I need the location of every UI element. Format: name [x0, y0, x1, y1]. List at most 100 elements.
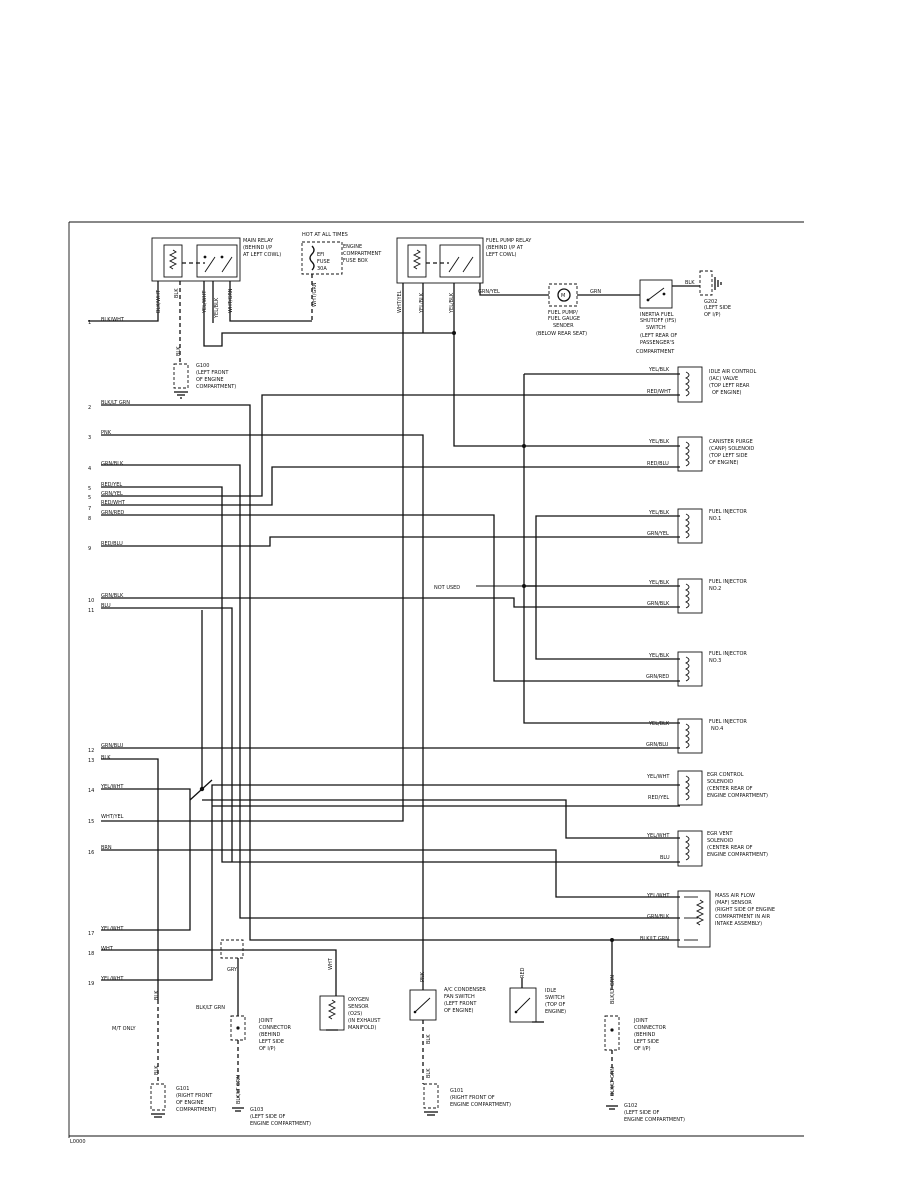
svg-text:CONNECTOR: CONNECTOR [259, 1025, 292, 1031]
component-fuel-injector-4: YEL/BLK GRN/BLU FUEL INJECTOR NO.4 [646, 718, 747, 754]
yel-blk-bus [523, 374, 680, 724]
wire-blk-13 [101, 758, 159, 1000]
svg-text:BLK: BLK [426, 1068, 432, 1078]
wire-brn-16 [101, 849, 680, 898]
fuel-pump-relay: FUEL PUMP RELAY (BEHIND I/P AT LEFT COWL… [396, 237, 532, 314]
svg-text:GRN/BLK: GRN/BLK [647, 601, 670, 607]
svg-text:INERTIA FUEL: INERTIA FUEL [640, 312, 674, 318]
component-canp-solenoid: YEL/BLK RED/BLU CANISTER PURGE (CANP) SO… [647, 436, 754, 472]
svg-text:CONNECTOR: CONNECTOR [634, 1025, 667, 1031]
pin-number: 15 [88, 819, 94, 825]
svg-text:BLK/WHT: BLK/WHT [156, 289, 162, 313]
wire-wht-grn [229, 281, 312, 322]
coil-icon [684, 583, 690, 609]
svg-text:IDLE AIR CONTROL: IDLE AIR CONTROL [709, 369, 756, 375]
joint-connector-right: BLK/LT GRN BLK/LT GRN JOINT CONNECTOR (B… [604, 975, 685, 1123]
svg-text:(TOP LEFT SIDE: (TOP LEFT SIDE [709, 453, 748, 459]
pin-number: 8 [88, 516, 91, 522]
svg-text:YEL/BLK: YEL/BLK [648, 721, 670, 727]
svg-text:IDLE: IDLE [545, 988, 556, 994]
svg-text:BLK/LT GRN: BLK/LT GRN [610, 1067, 616, 1096]
svg-text:RED/WHT: RED/WHT [647, 389, 672, 395]
svg-text:SOLENOID: SOLENOID [707, 779, 733, 785]
svg-text:NO.4: NO.4 [711, 726, 723, 732]
svg-text:ENGINE: ENGINE [343, 244, 362, 250]
svg-text:(LEFT FRONT: (LEFT FRONT [196, 370, 229, 376]
pin-number: 18 [88, 951, 94, 957]
svg-text:GRN/BLU: GRN/BLU [646, 742, 669, 748]
svg-text:FUSE BOX: FUSE BOX [343, 258, 368, 264]
pin-wire-label: GRN/BLK [101, 593, 124, 599]
switch-icon [647, 287, 665, 301]
pin-number: 10 [88, 598, 94, 604]
svg-text:BLK: BLK [685, 280, 695, 286]
svg-text:SENDER: SENDER [553, 323, 574, 329]
relay-switch-icon [204, 256, 216, 273]
switch-icon [414, 997, 431, 1013]
pin-number: 14 [88, 788, 94, 794]
svg-text:G103: G103 [250, 1107, 263, 1113]
svg-text:BLK: BLK [154, 990, 160, 1000]
idle-switch: RED IDLE SWITCH (TOP OF ENGINE) [509, 967, 566, 1023]
coil-icon [684, 723, 690, 749]
svg-text:(O2S): (O2S) [348, 1011, 362, 1017]
svg-text:FUEL PUMP/: FUEL PUMP/ [548, 310, 578, 316]
pin-number: 11 [88, 608, 94, 614]
pin-wire-label: BLK/WHT [101, 317, 125, 323]
svg-text:FUEL INJECTOR: FUEL INJECTOR [709, 719, 747, 725]
main-relay: MAIN RELAY (BEHIND I/P AT LEFT COWL) BLK… [151, 237, 281, 319]
svg-text:YEL/BLK: YEL/BLK [648, 653, 670, 659]
svg-text:BLK: BLK [154, 1065, 160, 1075]
svg-text:(BEHIND I/P AT: (BEHIND I/P AT [486, 245, 524, 251]
svg-text:(CANP) SOLENOID: (CANP) SOLENOID [709, 446, 754, 452]
svg-text:LEFT SIDE: LEFT SIDE [259, 1039, 284, 1045]
svg-text:INTAKE ASSEMBLY): INTAKE ASSEMBLY) [715, 921, 762, 927]
ac-condenser-fan-switch: PNK BLK BLK A/C CONDENSER FAN SWITCH (LE… [409, 971, 511, 1116]
joint-connector-left: GRY BLK/LT GRN BLK/LT GRN JOINT CONNECTO… [196, 939, 311, 1127]
relay-switch-icon [448, 256, 460, 273]
pin-wire-label: YEL/WHT [100, 784, 124, 790]
svg-text:(MAF) SENSOR: (MAF) SENSOR [715, 900, 752, 906]
svg-text:YEL/BLK: YEL/BLK [648, 439, 670, 445]
svg-text:BLK: BLK [176, 346, 182, 356]
svg-text:GRN/YEL: GRN/YEL [478, 289, 500, 295]
svg-text:LEFT SIDE: LEFT SIDE [634, 1039, 659, 1045]
svg-text:BLK: BLK [174, 288, 180, 298]
svg-text:RED/YEL: RED/YEL [648, 795, 669, 801]
svg-text:WHT/YEL: WHT/YEL [397, 290, 403, 313]
svg-text:ENGINE COMPARTMENT): ENGINE COMPARTMENT) [624, 1117, 685, 1123]
svg-text:OF ENGINE): OF ENGINE) [444, 1008, 474, 1014]
svg-text:(IAC) VALVE: (IAC) VALVE [709, 376, 738, 382]
svg-text:(CENTER REAR OF: (CENTER REAR OF [707, 786, 753, 792]
pin-number: 4 [88, 466, 91, 472]
svg-text:(LEFT SIDE: (LEFT SIDE [704, 305, 731, 311]
svg-text:SOLENOID: SOLENOID [707, 838, 733, 844]
svg-text:M/T ONLY: M/T ONLY [112, 1026, 136, 1032]
svg-text:COMPARTMENT IN AIR: COMPARTMENT IN AIR [715, 914, 771, 920]
svg-text:NO.1: NO.1 [709, 516, 721, 522]
svg-text:FUEL INJECTOR: FUEL INJECTOR [709, 509, 747, 515]
svg-text:COMPARTMENT: COMPARTMENT [636, 349, 675, 355]
svg-text:G202: G202 [704, 299, 717, 305]
component-egr-control-solenoid: YEL/WHT RED/YEL EGR CONTROL SOLENOID (CE… [646, 770, 768, 806]
svg-text:MASS AIR FLOW: MASS AIR FLOW [715, 893, 755, 899]
svg-text:(RIGHT FRONT: (RIGHT FRONT [176, 1093, 213, 1099]
svg-text:NO.2: NO.2 [709, 586, 721, 592]
pin-wire-label: RED/WHT [101, 500, 126, 506]
coil-icon [684, 656, 690, 682]
component-maf-sensor: YEL/WHT GRN/BLK BLK/LT GRN MASS AIR FLOW… [640, 890, 775, 948]
svg-text:BLK: BLK [426, 1034, 432, 1044]
svg-text:(RIGHT SIDE OF ENGINE: (RIGHT SIDE OF ENGINE [715, 907, 775, 913]
svg-text:(TOP LEFT REAR: (TOP LEFT REAR [709, 383, 750, 389]
svg-text:SWITCH: SWITCH [545, 995, 565, 1001]
coil-icon [684, 371, 690, 397]
svg-text:(BEHIND: (BEHIND [634, 1032, 656, 1038]
svg-text:BLK/LT GRN: BLK/LT GRN [640, 936, 669, 942]
svg-text:YEL/BLK: YEL/BLK [648, 367, 670, 373]
svg-text:WHT/GRN: WHT/GRN [228, 288, 234, 313]
pin-number: 2 [88, 405, 91, 411]
wire-yel-wht-19 [101, 784, 680, 981]
resistor-icon [695, 899, 705, 926]
svg-text:(BEHIND I/P: (BEHIND I/P [243, 245, 272, 251]
pin-wire-label: GRN/YEL [101, 491, 123, 497]
